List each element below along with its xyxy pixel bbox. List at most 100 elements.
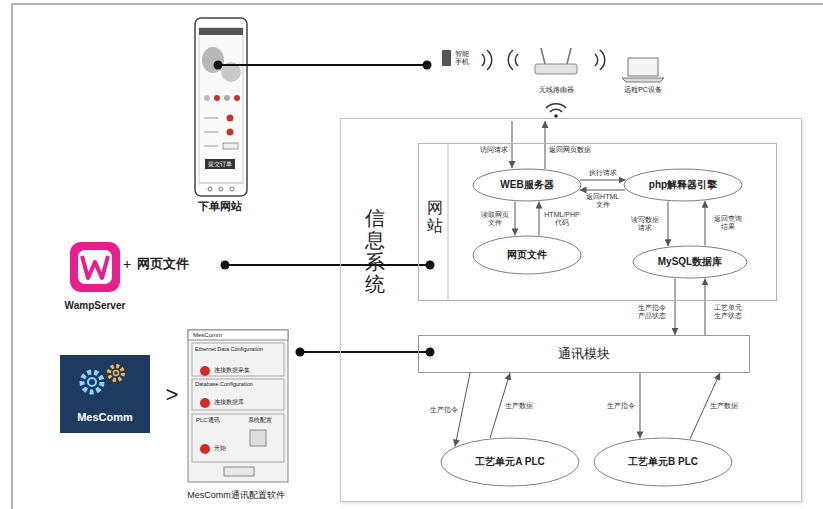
link-dot: [221, 261, 230, 270]
wamp-logo: [82, 256, 108, 278]
device-label: 远程PC设备: [624, 86, 662, 94]
flow-label: 返回网页数据: [549, 146, 591, 154]
phone-icon: [442, 50, 451, 66]
control-label: 开始: [214, 445, 226, 452]
form-select: [223, 143, 238, 149]
link-line: [300, 351, 430, 353]
flow-arrow: [640, 373, 641, 438]
settings-icon: [250, 430, 266, 446]
component-label: 网页文件: [137, 257, 189, 272]
node-label: MySQL数据库: [658, 256, 722, 268]
ellipse-shape: [473, 169, 581, 201]
edge-label: 生产数据: [709, 402, 739, 410]
node-label: 网页文件: [507, 249, 547, 261]
link-line: [225, 264, 430, 266]
edge-label: 生产指令: [606, 402, 636, 410]
group-title: PLC通讯: [196, 417, 220, 424]
edge-label: 读写数据 请求: [626, 216, 664, 232]
link-dot: [423, 61, 432, 70]
phone-nav: [199, 183, 243, 184]
router-body: [535, 64, 577, 74]
wamp-logo: [78, 250, 112, 284]
group-title: Ethernet Data Configuration: [195, 346, 263, 352]
edge-label: 执行请求: [588, 169, 618, 177]
gear-symbol: [114, 371, 119, 376]
router-antenna: [541, 48, 545, 64]
window-button: [224, 467, 254, 476]
file-ellipse: 网页文件: [472, 235, 582, 275]
group-box: [192, 379, 284, 410]
status-lamp: [200, 444, 210, 454]
button-label: 提交订单: [208, 161, 232, 168]
mescomm-icon: [60, 355, 150, 433]
module-band: 通讯模块: [418, 335, 750, 373]
flow-arrow: [668, 201, 669, 246]
link-dot: [426, 348, 435, 357]
nav-icon: [219, 187, 223, 191]
option-dot: [224, 95, 230, 101]
edge-label: 返回查询 结果: [709, 215, 747, 231]
device-label: 无线路由器: [539, 86, 574, 94]
option-dot: [214, 95, 220, 101]
vertical-title: 信息系统: [365, 207, 385, 295]
group-box: [192, 343, 284, 376]
window-titlebar: [188, 330, 288, 340]
figure-caption: 下单网站: [198, 200, 242, 213]
strip-divider: [448, 144, 449, 300]
link-line: [218, 64, 427, 66]
page-frame: [12, 4, 823, 509]
plc-ellipse: 工艺单元A PLC: [440, 437, 580, 487]
access-arrow: [545, 121, 546, 169]
control-label: 连接数据库: [214, 399, 244, 406]
flow-arrow: [580, 180, 626, 181]
link-dot: [296, 348, 305, 357]
status-lamp: [200, 398, 210, 408]
edge-label: 生产指令: [429, 406, 459, 414]
node-label: 工艺单元B PLC: [628, 456, 698, 468]
config-window: [188, 330, 288, 482]
control-label: 连接数据采集: [214, 367, 250, 374]
form-radio: [227, 129, 234, 136]
form-line: [204, 132, 218, 133]
logo-caption: WampServer: [65, 300, 126, 312]
process-ellipse: WEB服务器: [472, 168, 582, 202]
phone-header: [199, 28, 243, 35]
control-label: 系统配置: [248, 417, 272, 424]
database-ellipse: MySQL数据库: [632, 245, 748, 279]
icon-label: MesComm: [77, 411, 133, 424]
flow-arrow: [705, 201, 706, 246]
ellipse-shape: [594, 438, 732, 486]
gear-symbol: [82, 372, 102, 392]
flow-label: 访问请求: [480, 146, 508, 154]
wifi-icon: [546, 104, 566, 112]
link-dot: [214, 61, 223, 70]
status-lamp: [200, 366, 210, 376]
gear-symbol: [109, 366, 123, 380]
edge-label: 工艺单元 生产状态: [709, 304, 747, 320]
option-dot: [234, 95, 240, 101]
ellipse-shape: [473, 236, 581, 274]
nav-icon: [208, 187, 212, 191]
product-image: [202, 47, 224, 73]
form-radio: [227, 115, 234, 122]
edge-label: 返回HTML 文件: [584, 193, 622, 209]
flow-arrow: [580, 190, 626, 191]
form-line: [204, 118, 218, 119]
flow-arrow: [539, 202, 540, 236]
vertical-title: 网站: [427, 199, 443, 234]
figure-caption: MesComm通讯配置软件: [187, 490, 285, 500]
ellipse-shape: [624, 169, 742, 201]
submit-button: [205, 159, 235, 169]
node-label: php解释器引擎: [649, 179, 717, 191]
edge-label: 读取网页文件: [479, 210, 511, 226]
option-dot: [204, 95, 210, 101]
node-label: 通讯模块: [558, 346, 610, 362]
link-dot: [426, 261, 435, 270]
arrow-symbol: >: [166, 382, 179, 407]
ellipse-shape: [633, 246, 747, 278]
phone-screen: [199, 28, 243, 183]
flow-arrow: [515, 202, 516, 236]
form-line: [204, 146, 218, 147]
wireless-waves: [482, 50, 492, 70]
